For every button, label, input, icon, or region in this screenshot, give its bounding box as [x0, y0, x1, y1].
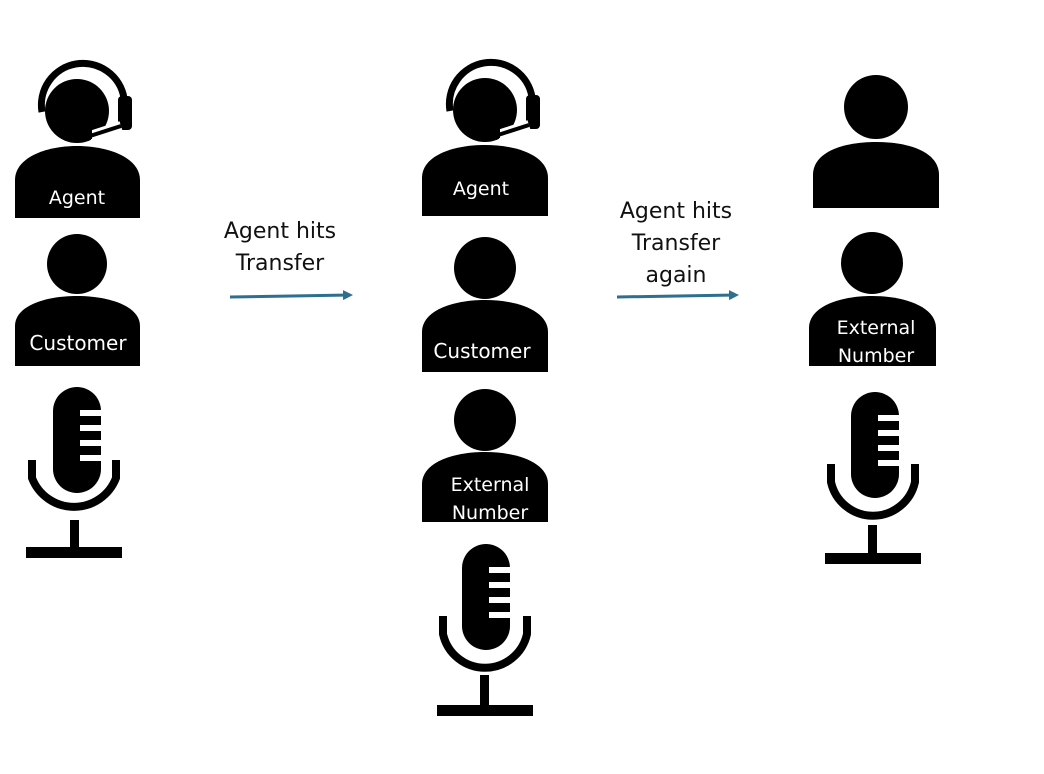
microphone-icon [26, 387, 122, 558]
customer-person-icon: Customer [422, 237, 548, 372]
person-icon [813, 75, 939, 208]
stage-3: External Number [809, 75, 939, 564]
transition-1-label-line-1: Agent hits [223, 219, 337, 244]
customer-person-icon: Customer [15, 234, 140, 366]
transfer-arrow [229, 290, 353, 301]
external-number-person-icon: External Number [422, 389, 548, 524]
customer-label: Customer [29, 331, 127, 355]
transition-2 [616, 290, 739, 301]
transition-2-label: Agent hits Transfer again [614, 196, 738, 292]
transition-1-label-line-2: Transfer [235, 251, 325, 276]
agent-headset-icon: Agent [15, 59, 140, 218]
microphone-icon [437, 544, 533, 716]
transition-2-label-line-3: again [645, 263, 707, 288]
transition-2-label-line-1: Agent hits [619, 199, 733, 224]
transfer-again-arrow [616, 290, 739, 301]
external-number-label-line-2: Number [452, 502, 529, 524]
stage-2: Agent Customer External Number [422, 58, 548, 716]
external-number-person-icon: External Number [809, 232, 936, 367]
customer-label: Customer [433, 339, 531, 363]
transition-1-label: Agent hits Transfer [220, 216, 340, 280]
external-number-label-line-2: Number [838, 345, 915, 367]
external-number-label-line-1: External [451, 474, 530, 496]
transition-1 [229, 290, 353, 301]
stage-1: Agent Customer [15, 59, 140, 558]
transition-2-label-line-2: Transfer [631, 231, 721, 256]
agent-headset-icon: Agent [422, 58, 548, 216]
agent-label: Agent [49, 187, 105, 209]
external-number-label-line-1: External [837, 317, 916, 339]
microphone-icon [825, 392, 921, 564]
agent-label: Agent [453, 178, 509, 200]
